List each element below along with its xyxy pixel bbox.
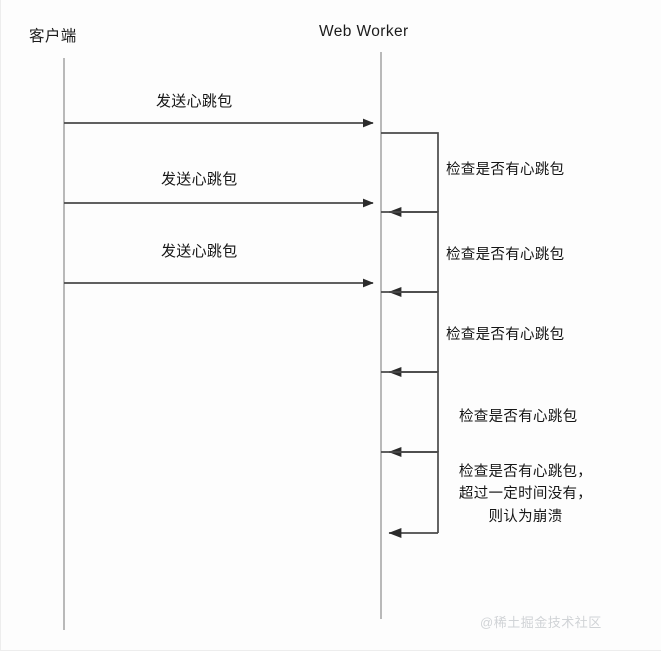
self-loop-label-1: 检查是否有心跳包 (446, 162, 565, 178)
message-label-2: 发送心跳包 (161, 171, 238, 188)
self-loop-label-2: 检查是否有心跳包 (446, 247, 565, 263)
watermark: @稀土掘金技术社区 (480, 615, 602, 630)
actor-label-web-worker: Web Worker (319, 23, 409, 40)
self-loop-4 (381, 371, 439, 457)
message-label-3: 发送心跳包 (161, 243, 238, 260)
self-loop-1 (381, 132, 439, 217)
self-loop-label-3: 检查是否有心跳包 (446, 327, 565, 343)
self-loop-3 (381, 291, 439, 377)
message-label-1: 发送心跳包 (156, 93, 233, 110)
actor-label-client: 客户端 (29, 28, 77, 45)
self-loop-5 (381, 451, 439, 538)
self-loop-2 (381, 211, 439, 297)
self-loop-label-5: 检查是否有心跳包， 超过一定时间没有， 则认为崩溃 (458, 464, 593, 525)
self-loop-label-4: 检查是否有心跳包 (459, 409, 578, 425)
